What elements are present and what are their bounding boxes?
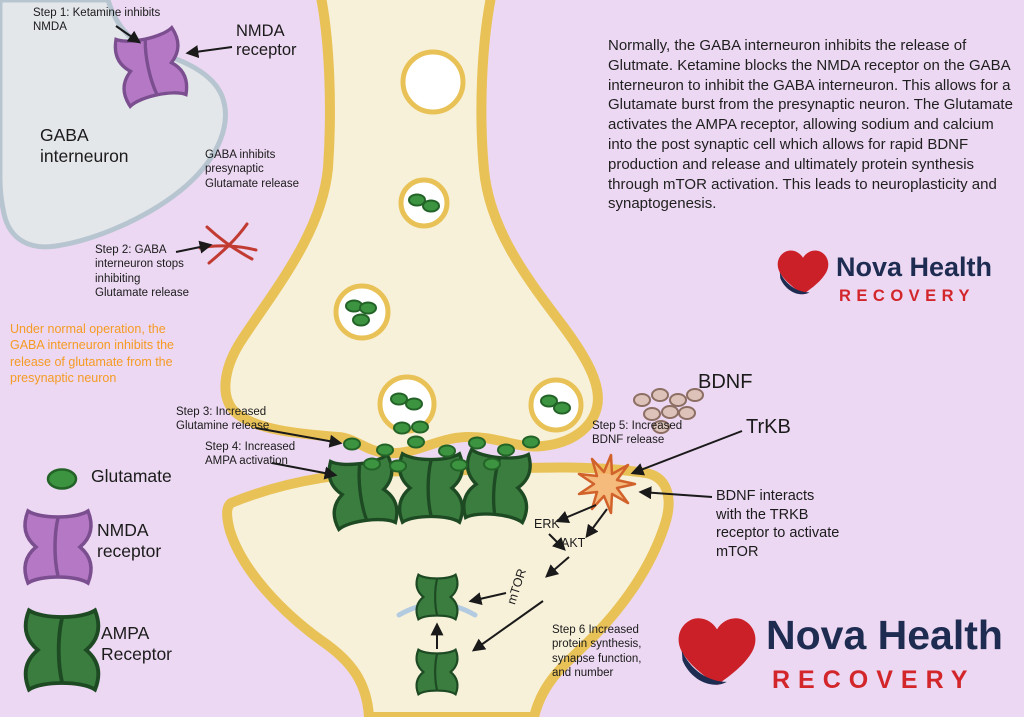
nova-health-logo: Nova Health RECOVERY	[676, 608, 1024, 716]
arrows	[115, 25, 743, 652]
arrow	[638, 486, 713, 500]
vesicle-glutamate	[345, 193, 571, 415]
heart-logo-icon	[777, 250, 829, 295]
nmda-receptor-label: NMDA receptor	[236, 22, 297, 59]
step4-annotation: Step 4: Increased AMPA activation	[205, 441, 296, 468]
legend-nmda-label: NMDA receptor	[97, 520, 162, 561]
bdnf-molecules	[633, 388, 704, 434]
normal-operation-note: Under normal operation, the GABA interne…	[10, 322, 174, 385]
arrow	[468, 592, 507, 606]
arrow	[115, 25, 142, 44]
step3-annotation: Step 3: Increased Glutamine release	[176, 406, 270, 433]
legend-ampa-label: AMPA Receptor	[101, 623, 173, 664]
step2-annotation: Step 2: GABA interneuron stops inhibitin…	[95, 244, 189, 300]
gaba-interneuron-shape	[0, 0, 228, 250]
ampa-receptor-icon	[326, 452, 400, 532]
logo-subtitle: RECOVERY	[772, 666, 976, 694]
legend-nmda-receptor-icon	[23, 509, 93, 585]
inhibition-x-icon	[198, 222, 258, 265]
legend-ampa-receptor-icon	[23, 608, 101, 692]
legend-glutamate-label: Glutamate	[91, 466, 172, 486]
gaba-interneuron-label: GABA interneuron	[40, 125, 129, 166]
arrow	[255, 427, 343, 448]
trkb-label: TrKB	[746, 416, 791, 438]
gaba-inhibits-annotation: GABA inhibits presynaptic Glutamate rele…	[205, 149, 299, 190]
arrow	[471, 600, 544, 652]
legend-glutamate-icon	[46, 468, 78, 490]
akt-label: AKT	[561, 536, 586, 550]
new-synapse-receptor-icon	[415, 648, 459, 696]
heart-logo-icon	[678, 618, 756, 686]
erk-label: ERK	[534, 517, 560, 531]
arrow	[585, 508, 608, 539]
vesicle	[400, 49, 466, 115]
step1-annotation: Step 1: Ketamine inhibits NMDA	[33, 7, 161, 34]
arrow	[545, 556, 570, 578]
arrow	[271, 462, 338, 480]
arrow	[175, 240, 213, 254]
logo-name: Nova Health	[836, 252, 993, 282]
logo-name: Nova Health	[766, 612, 1003, 658]
presynaptic-neuron-shape	[220, 0, 603, 459]
arrow	[555, 504, 597, 523]
new-synapse-receptor-icon	[415, 573, 459, 621]
arrow	[630, 430, 743, 476]
logo-subtitle: RECOVERY	[839, 287, 975, 305]
arrow	[548, 533, 566, 551]
step6-annotation: Step 6 Increased protein synthesis, syna…	[552, 624, 642, 680]
arrow	[185, 45, 233, 59]
trkb-receptor-icon	[577, 453, 637, 515]
bdnf-label: BDNF	[698, 371, 753, 393]
step5-annotation: Step 5: Increased BDNF release	[592, 420, 683, 447]
bdnf-interacts-annotation: BDNF interacts with the TRKB receptor to…	[716, 488, 840, 560]
glutamate-molecules	[343, 420, 540, 473]
nova-health-logo: Nova Health RECOVERY	[776, 246, 1020, 318]
description-paragraph: Normally, the GABA interneuron inhibits …	[608, 37, 1013, 213]
